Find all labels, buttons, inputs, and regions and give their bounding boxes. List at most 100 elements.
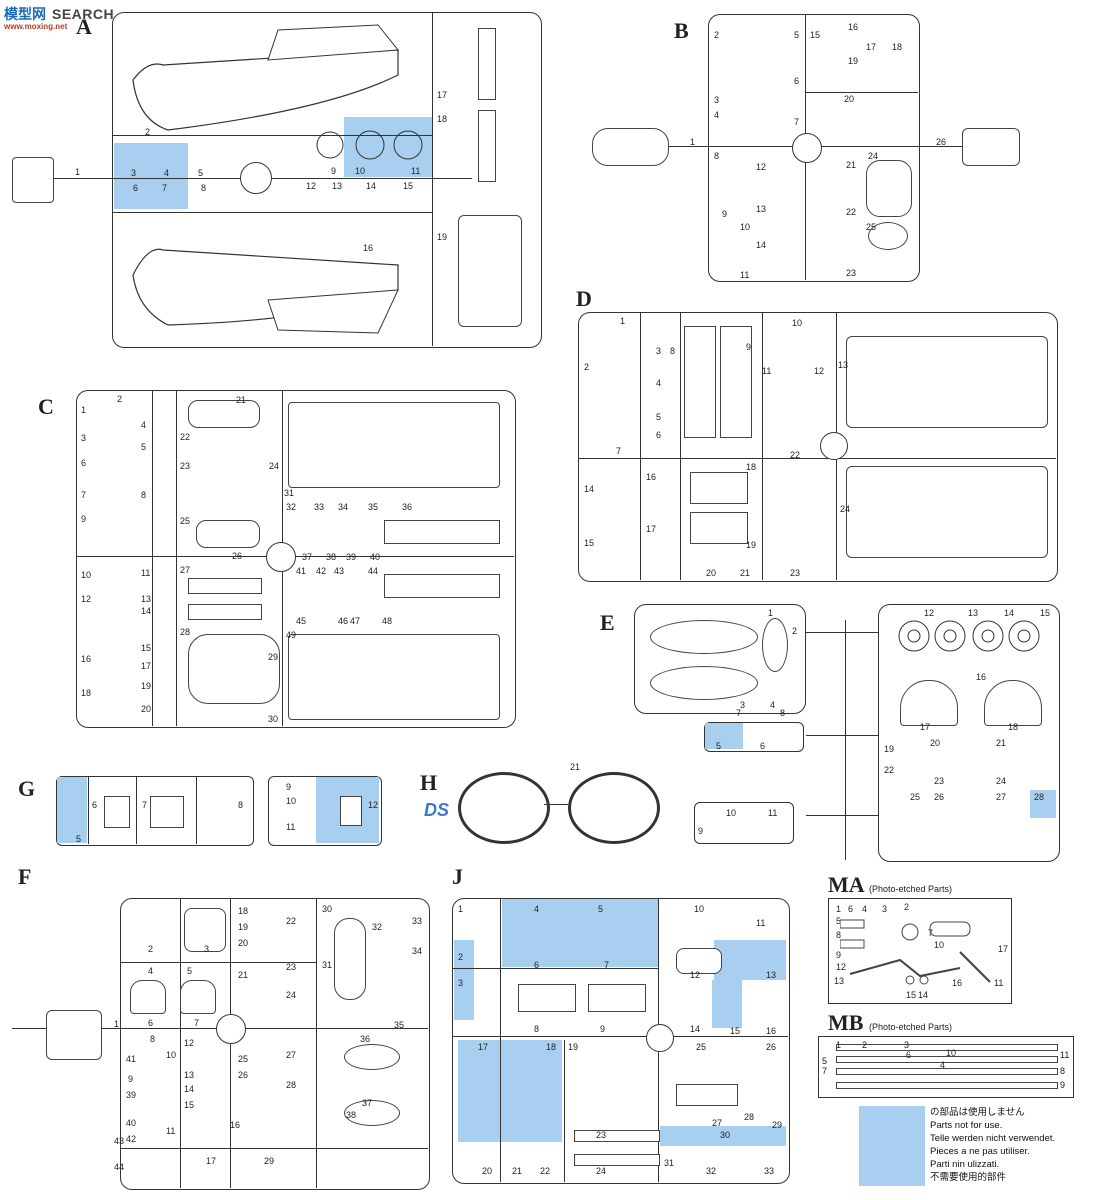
sprue-ma-num: 16 xyxy=(952,978,963,988)
sprue-j-num: 18 xyxy=(546,1042,557,1052)
watermark-search: SEARCH xyxy=(52,6,115,22)
sprue-c-num: 48 xyxy=(382,616,393,626)
sprue-f-num: 29 xyxy=(264,1156,275,1166)
sprue-j-num: 11 xyxy=(756,918,766,928)
sprue-j-num: 31 xyxy=(664,1158,675,1168)
sprue-f-num: 43 xyxy=(114,1136,125,1146)
sprue-c-num: 43 xyxy=(334,566,345,576)
ds-stamp: DS xyxy=(424,800,450,820)
legend-line-zh: 不需要使用的部件 xyxy=(930,1172,1007,1183)
sprue-g-num: 10 xyxy=(286,796,297,806)
sprue-e-num: 12 xyxy=(924,608,935,618)
sprue-d-num: 6 xyxy=(656,430,662,440)
sprue-b-num: 3 xyxy=(714,95,720,105)
sprue-e-num: 2 xyxy=(792,626,798,636)
sprue-e-num: 17 xyxy=(920,722,931,732)
sprue-e-num: 26 xyxy=(934,792,945,802)
sprue-f-num: 33 xyxy=(412,916,423,926)
sprue-c-num: 33 xyxy=(314,502,325,512)
sprue-f-num: 15 xyxy=(184,1100,195,1110)
sprue-j-num: 22 xyxy=(540,1166,551,1176)
sprue-e-num: 21 xyxy=(996,738,1007,748)
propeller-parts xyxy=(316,130,423,160)
sprue-j-num: 23 xyxy=(596,1130,607,1140)
sprue-d-num: 10 xyxy=(792,318,803,328)
sprue-c-num: 40 xyxy=(370,552,381,562)
sprue-d-label: D xyxy=(576,286,592,311)
sprue-c-num: 1 xyxy=(81,405,87,415)
sprue-a-num: 11 xyxy=(411,166,421,176)
sprue-f-num: 25 xyxy=(238,1054,249,1064)
sprue-b-num: 16 xyxy=(848,22,859,32)
sprue-ma-label: MA (Photo-etched Parts) xyxy=(828,872,952,897)
sprue-d-num: 11 xyxy=(762,366,772,376)
sprue-f-num: 2 xyxy=(148,944,154,954)
sprue-j-num: 29 xyxy=(772,1120,783,1130)
sprue-g-num: 5 xyxy=(76,834,82,844)
sprue-e-num: 10 xyxy=(726,808,737,818)
sprue-d-num: 13 xyxy=(838,360,849,370)
sprue-c-num: 7 xyxy=(81,490,87,500)
sprue-c-num: 22 xyxy=(180,432,191,442)
sprue-c-num: 37 xyxy=(302,552,313,562)
sprue-a-num: 12 xyxy=(306,181,317,191)
sprue-c-num: 25 xyxy=(180,516,191,526)
sprue-e-num: 11 xyxy=(768,808,778,818)
sprue-j-num: 9 xyxy=(600,1024,606,1034)
sprue-f-num: 37 xyxy=(362,1098,373,1108)
sprue-j-num: 32 xyxy=(706,1166,717,1176)
sprue-ma-num: 14 xyxy=(918,990,929,1000)
sprue-j-num: 7 xyxy=(604,960,610,970)
sprue-f-num: 19 xyxy=(238,922,249,932)
watermark-url: www.moxing.net xyxy=(4,22,68,31)
sprue-f-num: 16 xyxy=(230,1120,241,1130)
sprue-b-num: 22 xyxy=(846,207,857,217)
sprue-b-num: 7 xyxy=(794,117,800,127)
legend-line-ja: の部品は使用しません xyxy=(930,1107,1025,1118)
sprue-f-num: 1 xyxy=(114,1019,120,1029)
sprue-ma-num: 9 xyxy=(836,950,842,960)
sprue-f-num: 36 xyxy=(360,1034,371,1044)
sprue-b-num: 17 xyxy=(866,42,877,52)
sprue-f-num: 35 xyxy=(394,1020,405,1030)
sprue-d-num: 24 xyxy=(840,504,851,514)
sprue-c-num: 28 xyxy=(180,627,191,637)
sprue-c-num: 32 xyxy=(286,502,297,512)
sprue-mb-num: 5 xyxy=(822,1056,828,1066)
sprue-g-num: 12 xyxy=(368,800,379,810)
sprue-b-num: 23 xyxy=(846,268,857,278)
sprue-c-num: 26 xyxy=(232,551,243,561)
sprue-f-num: 34 xyxy=(412,946,423,956)
sprue-c-num: 21 xyxy=(236,395,247,405)
sprue-ma-num: 5 xyxy=(836,916,842,926)
sprue-f-num: 31 xyxy=(322,960,333,970)
sprue-f-num: 12 xyxy=(184,1038,195,1048)
sprue-f-num: 27 xyxy=(286,1050,297,1060)
sprue-b-num: 6 xyxy=(794,76,800,86)
fuselage-right-half xyxy=(132,248,399,334)
sprue-a-num: 1 xyxy=(75,167,81,177)
sprue-d-num: 18 xyxy=(746,462,757,472)
sprue-j-num: 15 xyxy=(730,1026,741,1036)
sprue-j-num: 12 xyxy=(690,970,701,980)
sprue-d-num: 19 xyxy=(746,540,757,550)
sprue-mb-num: 6 xyxy=(906,1050,912,1060)
sprue-d-num: 3 xyxy=(656,346,662,356)
sprue-j-num: 16 xyxy=(766,1026,777,1036)
sprue-d-num: 7 xyxy=(616,446,622,456)
sprue-d-num: 15 xyxy=(584,538,595,548)
sprue-f-num: 42 xyxy=(126,1134,137,1144)
sprue-f-num: 38 xyxy=(346,1110,357,1120)
sprue-d-num: 20 xyxy=(706,568,717,578)
sprue-j-num: 33 xyxy=(764,1166,775,1176)
sprue-f-num: 21 xyxy=(238,970,249,980)
sprue-a-num: 10 xyxy=(355,166,366,176)
sprue-c-num: 29 xyxy=(268,652,279,662)
sprue-c-num: 12 xyxy=(81,594,92,604)
sprue-e-num: 3 xyxy=(740,700,746,710)
sprue-c-num: 27 xyxy=(180,565,191,575)
sprue-e-num: 4 xyxy=(770,700,776,710)
sprue-f-num: 23 xyxy=(286,962,297,972)
sprue-f-num: 9 xyxy=(128,1074,134,1084)
